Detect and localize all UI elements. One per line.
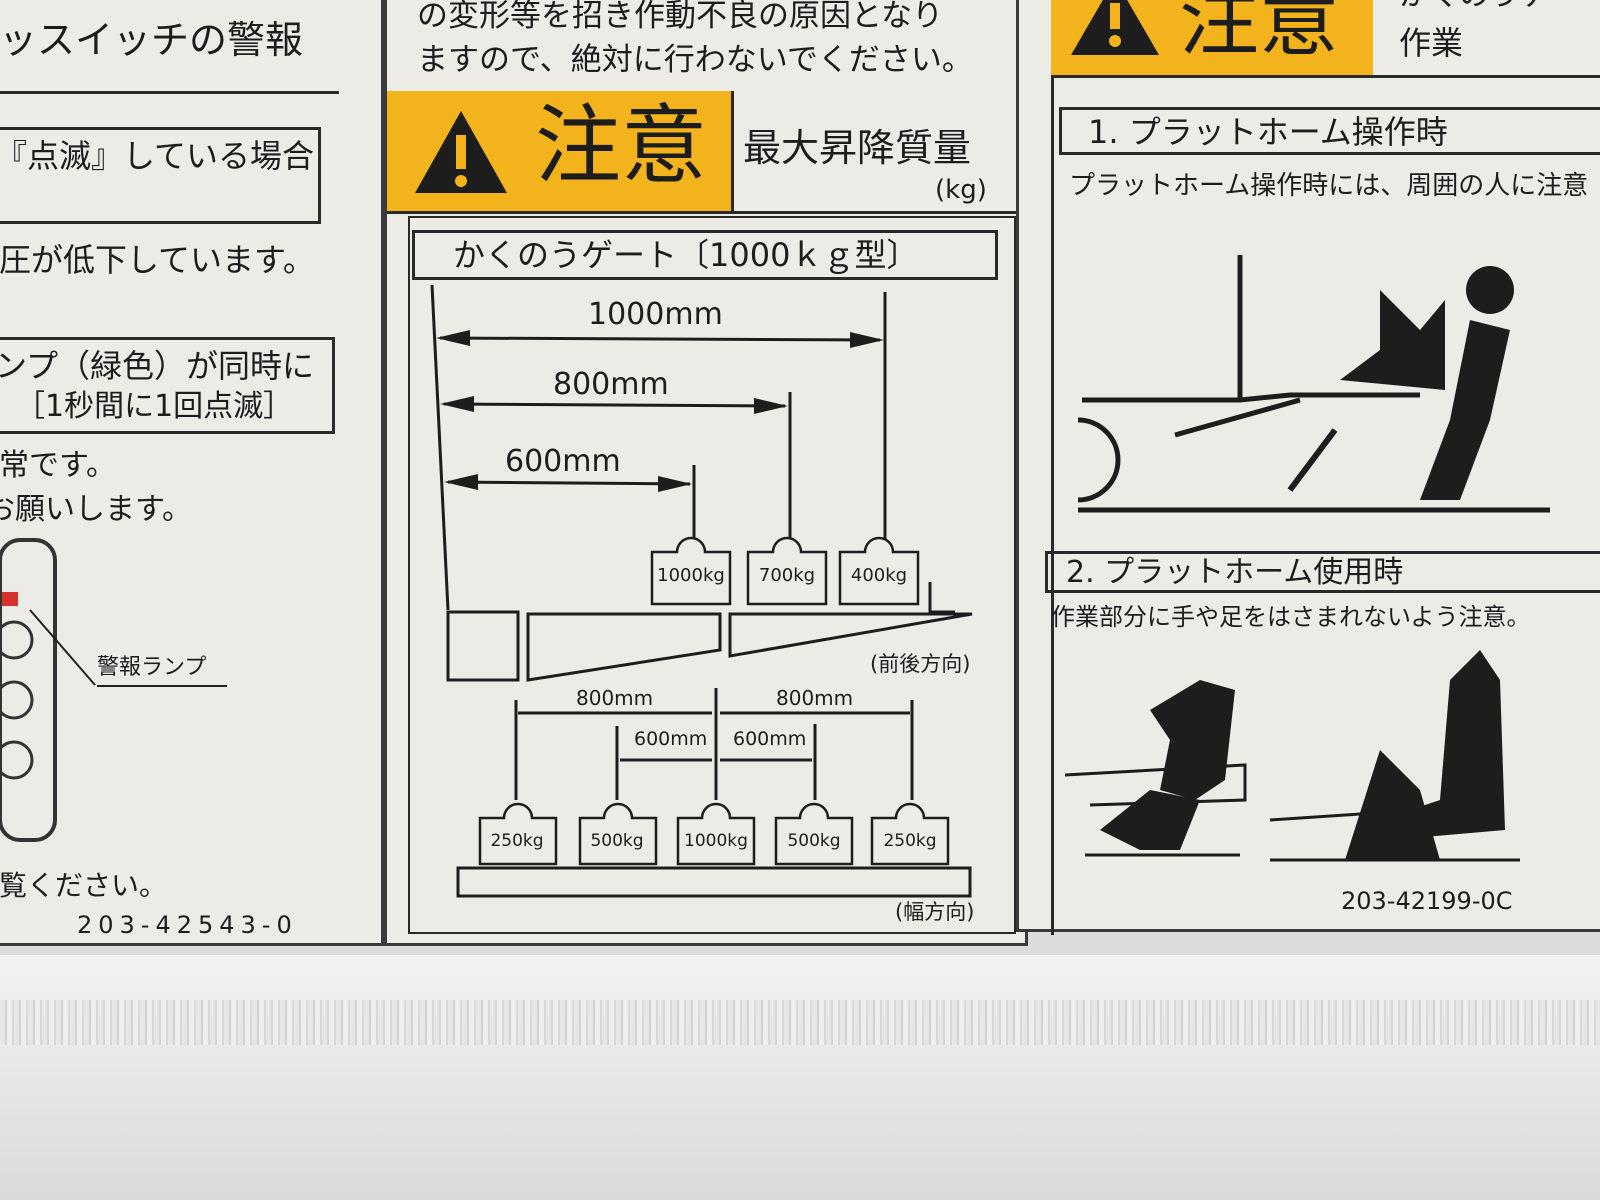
caution-banner: 注意	[387, 91, 732, 213]
divider	[0, 91, 339, 94]
red-warning-lamp-icon	[0, 538, 96, 842]
caution-banner-right: 注意	[1051, 0, 1373, 77]
right-title-line1: かくのうゲー	[1399, 0, 1579, 11]
normal-text: 常です。	[0, 448, 116, 483]
weight-block	[578, 802, 658, 866]
weight-400kg: 400kg	[850, 565, 908, 586]
section1-title: 1. プラットホーム操作時	[1088, 113, 1448, 151]
arrowhead	[850, 332, 884, 348]
diagram-frame	[408, 216, 1016, 934]
width-distance-600-left: 600mm	[634, 728, 708, 750]
left-title: ッスイッチの警報	[0, 18, 304, 62]
weight-250kg-left: 250kg	[490, 831, 544, 851]
weight-700kg: 700kg	[758, 565, 816, 586]
lamp-callout-label: 警報ランプ	[97, 657, 227, 687]
arrowhead	[436, 330, 470, 346]
section1-box: 1. プラットホーム操作時	[1059, 107, 1600, 155]
distance-label-600: 600mm	[505, 444, 621, 479]
section2-text: 作業部分に手や足をはさまれないよう注意。	[1051, 603, 1531, 631]
lamp-condition-line1: ンプ（緑色）が同時に	[0, 347, 315, 385]
weight-250kg-right: 250kg	[883, 831, 937, 851]
weight-1000kg: 1000kg	[657, 565, 725, 586]
blink-condition-box: 『点滅』している場合	[0, 127, 321, 224]
divider	[1051, 75, 1600, 78]
distance-label-800: 800mm	[553, 367, 669, 402]
warning-triangle-icon	[415, 111, 507, 193]
right-title-line2: 作業	[1399, 24, 1464, 62]
weight-block	[676, 802, 756, 866]
caution-text: 注意	[535, 96, 707, 196]
unit-label: (kg)	[935, 175, 987, 205]
person-hit-icon	[1340, 266, 1514, 500]
warning-triangle-icon	[1071, 0, 1159, 55]
weight-500kg-left: 500kg	[590, 831, 644, 851]
request-text: お願いします。	[0, 492, 192, 527]
section1-text: プラットホーム操作時には、周囲の人に注意	[1069, 171, 1589, 201]
max-load-heading: 最大昇降質量	[743, 126, 972, 170]
weight-block	[838, 536, 920, 606]
weight-block	[870, 802, 950, 866]
weight-500kg-right: 500kg	[787, 831, 841, 851]
front-back-direction: (前後方向)	[870, 652, 971, 676]
max-load-warning-label: の変形等を招き作動不良の原因となり ますので、絶対に行わないでください。 注意 …	[384, 0, 1031, 946]
arrowhead	[440, 396, 474, 412]
model-box: かくのうゲート〔1000ｋｇ型〕	[412, 230, 998, 280]
lamp-condition-box: ンプ（緑色）が同時に ［1秒間に1回点滅］	[0, 337, 335, 434]
weight-block	[478, 802, 558, 866]
width-distance-800-right: 800mm	[776, 686, 854, 710]
lamp-condition-line2: ［1秒間に1回点滅］	[15, 389, 294, 424]
arrowhead	[658, 476, 692, 492]
divider	[1051, 75, 1054, 935]
model-title: かくのうゲート〔1000ｋｇ型〕	[453, 236, 919, 274]
foot-pinch-icon	[1345, 650, 1505, 860]
divider	[387, 211, 1031, 214]
width-distance-600-right: 600mm	[733, 728, 807, 750]
divider	[731, 91, 734, 213]
blink-condition-text: 『点滅』している場合	[0, 137, 315, 175]
platform-operation-illustration	[1077, 255, 1550, 513]
left-part-code: 203-42543-0	[77, 911, 298, 939]
weight-block	[774, 802, 854, 866]
arrowhead	[754, 398, 788, 414]
truck-body-panel	[0, 955, 1600, 1200]
arrowhead	[444, 474, 478, 490]
weight-block	[650, 536, 732, 606]
section2-title: 2. プラットホーム使用時	[1066, 555, 1404, 590]
top-text-line2: ますので、絶対に行わないでください。	[417, 42, 973, 78]
hand-pinch-icon	[1100, 680, 1235, 850]
distance-label-1000: 1000mm	[588, 297, 723, 332]
pressure-text: 圧が低下しています。	[0, 241, 315, 279]
right-part-code: 203-42199-0C	[1341, 887, 1513, 915]
top-text-line1: の変形等を招き作動不良の原因となり	[417, 0, 944, 34]
weight-1000kg-center: 1000kg	[684, 831, 748, 851]
weight-block	[746, 536, 828, 606]
width-distance-800-left: 800mm	[576, 686, 654, 710]
textured-seam	[0, 1000, 1600, 1045]
width-direction: (幅方向)	[895, 900, 975, 924]
section2-box: 2. プラットホーム使用時	[1045, 551, 1600, 593]
left-warning-label: ッスイッチの警報 『点滅』している場合 圧が低下しています。 ンプ（緑色）が同時…	[0, 0, 384, 946]
see-text: 覧ください。	[0, 869, 168, 902]
caution-text-right: 注意	[1179, 0, 1339, 67]
